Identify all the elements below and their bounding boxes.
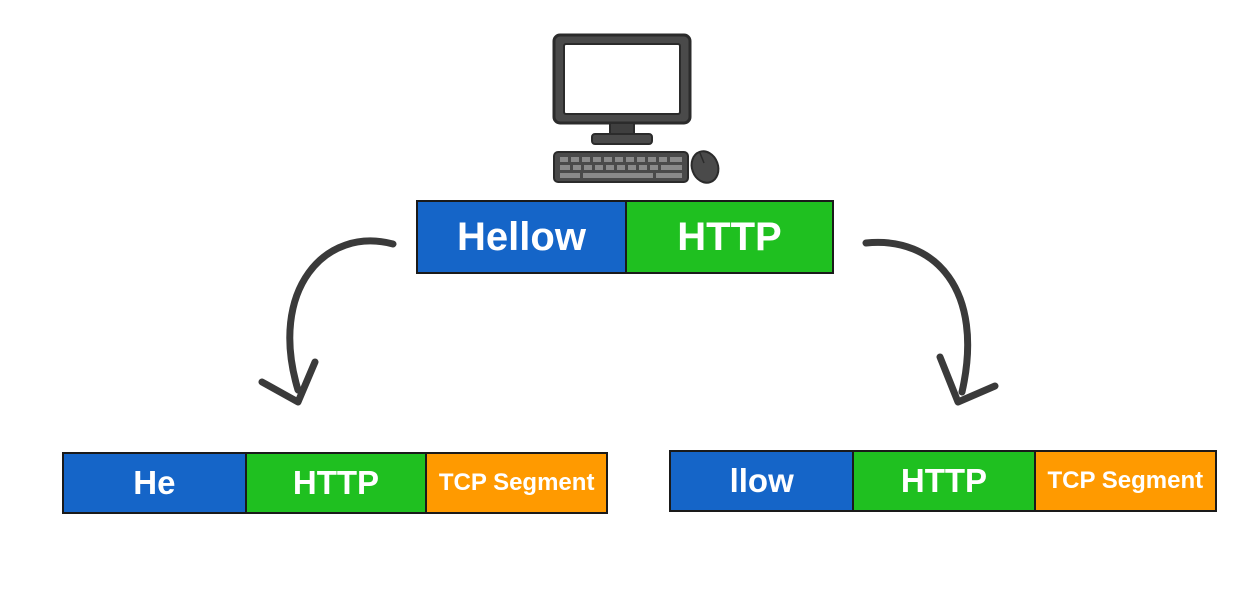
tcp-segment-header-field: TCP Segment <box>1033 452 1215 510</box>
desktop-computer-icon <box>552 33 720 184</box>
http-message-packet: Hellow HTTP <box>416 200 834 274</box>
http-header-field: HTTP <box>852 452 1034 510</box>
tcp-segment-right: llow HTTP TCP Segment <box>669 450 1217 512</box>
data-field-llow: llow <box>671 452 853 510</box>
tcp-segment-header-field: TCP Segment <box>425 454 606 512</box>
tcp-segment-left: He HTTP TCP Segment <box>62 452 608 514</box>
http-header-field: HTTP <box>244 454 426 512</box>
right-arrow-curve <box>862 238 972 396</box>
data-field-he: He <box>64 454 245 512</box>
right-arrow-head <box>936 353 999 406</box>
left-arrow-head <box>258 358 319 406</box>
http-header-field: HTTP <box>625 202 832 272</box>
data-field-hellow: Hellow <box>418 202 625 272</box>
left-arrow-curve <box>286 237 397 394</box>
